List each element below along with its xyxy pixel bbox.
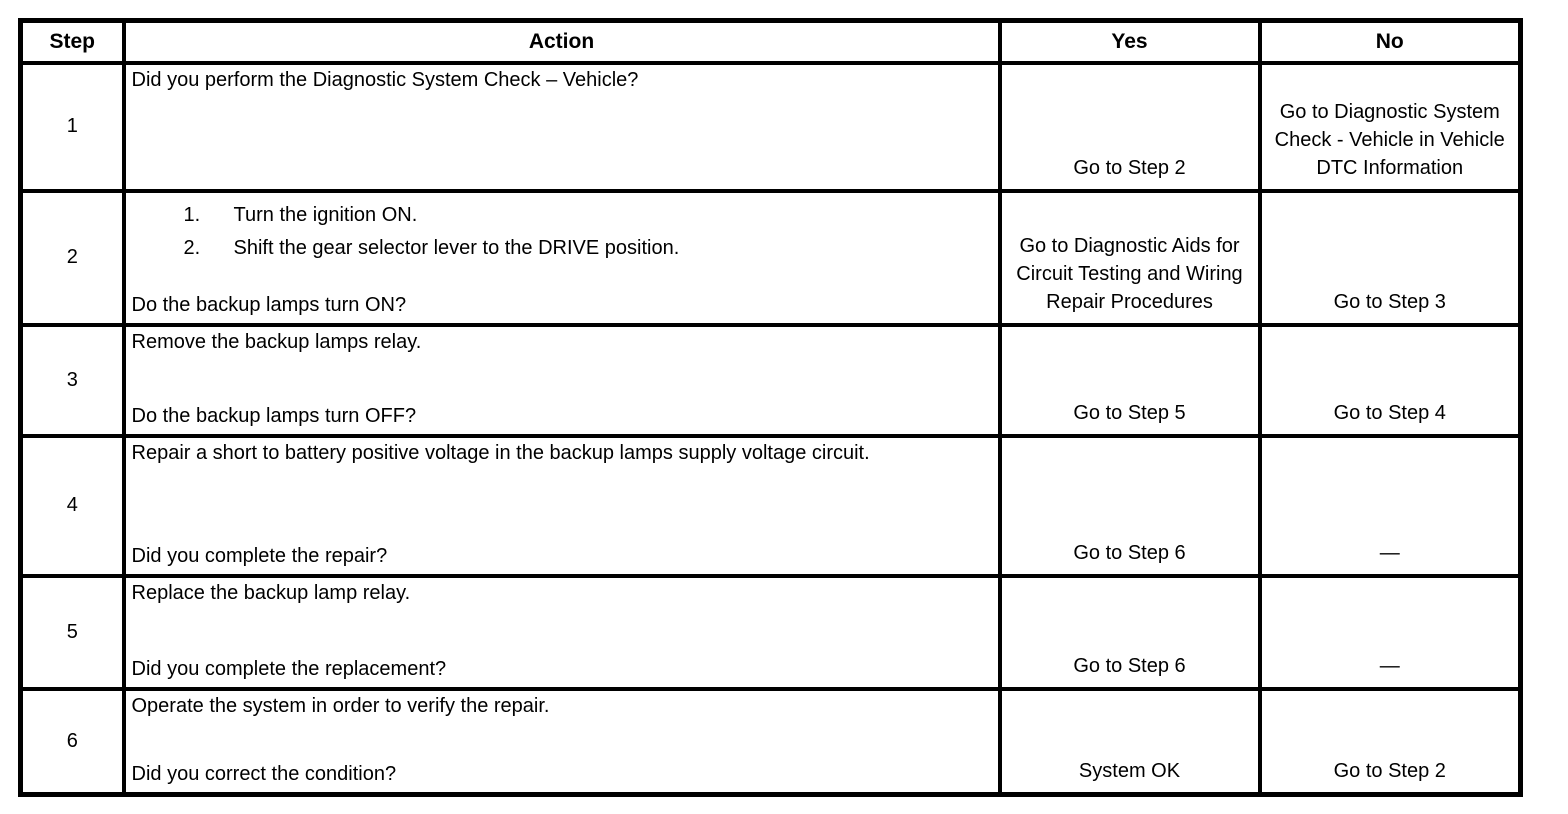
step-number: 1 [18,60,126,193]
step-number: 2 [18,188,126,327]
yes-cell: Go to Step 5 [997,322,1262,438]
action-cell: Turn the ignition ON. Shift the gear sel… [121,188,1002,327]
action-text: Remove the backup lamps relay. [131,330,422,353]
yes-cell: Go to Step 6 [997,433,1262,578]
action-cell: Operate the system in order to verify th… [121,686,1002,797]
yes-cell: Go to Diagnostic Aids for Circuit Testin… [997,188,1262,327]
table-row: 2 Turn the ignition ON. Shift the gear s… [18,188,1523,327]
no-cell: Go to Step 3 [1257,188,1523,327]
table-row: 5 Replace the backup lamp relay. Did you… [18,573,1523,691]
header-row: Step Action Yes No [18,18,1523,65]
action-cell: Did you perform the Diagnostic System Ch… [121,60,1002,193]
no-cell: Go to Step 2 [1257,686,1523,797]
table-row: 1 Did you perform the Diagnostic System … [18,60,1523,193]
no-column-header: No [1257,18,1523,65]
action-question: Do the backup lamps turn ON? [131,293,407,316]
action-list-item: Turn the ignition ON. [233,203,418,226]
action-text: Repair a short to battery positive volta… [131,441,870,464]
no-cell: — [1257,433,1523,578]
action-cell: Remove the backup lamps relay. Do the ba… [121,322,1002,438]
step-number: 5 [18,573,126,691]
action-column-header: Action [121,18,1002,65]
no-cell: Go to Step 4 [1257,322,1523,438]
table-row: 4 Repair a short to battery positive vol… [18,433,1523,578]
action-cell: Repair a short to battery positive volta… [121,433,1002,578]
action-text: Operate the system in order to verify th… [131,694,550,717]
table-row: 3 Remove the backup lamps relay. Do the … [18,322,1523,438]
yes-cell: Go to Step 6 [997,573,1262,691]
step-number: 3 [18,322,126,438]
action-text: Replace the backup lamp relay. [131,581,411,604]
action-numbered-list: Turn the ignition ON. Shift the gear sel… [132,199,988,265]
diagnostic-steps-table: Step Action Yes No 1 Did you perform the… [18,18,1523,797]
table-row: 6 Operate the system in order to verify … [18,686,1523,797]
step-number: 4 [18,433,126,578]
action-question: Did you correct the condition? [131,763,397,785]
action-cell: Replace the backup lamp relay. Did you c… [121,573,1002,691]
action-question: Did you complete the repair? [131,544,388,567]
yes-cell: Go to Step 2 [997,60,1262,193]
step-column-header: Step [18,18,126,65]
action-text: Did you perform the Diagnostic System Ch… [131,68,639,91]
no-cell: Go to Diagnostic System Check - Vehicle … [1257,60,1523,193]
step-number: 6 [18,686,126,797]
yes-cell: System OK [997,686,1262,797]
action-question: Did you complete the replacement? [131,657,447,680]
action-list-item: Shift the gear selector lever to the DRI… [233,236,680,259]
yes-column-header: Yes [997,18,1262,65]
no-cell: — [1257,573,1523,691]
action-question: Do the backup lamps turn OFF? [131,404,417,427]
